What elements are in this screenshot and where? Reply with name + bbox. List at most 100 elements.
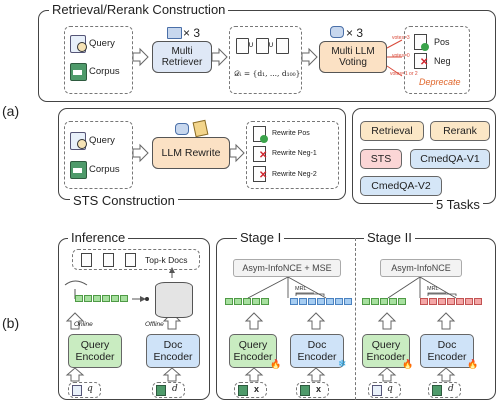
cross-icon: ✕ xyxy=(259,170,268,181)
arrow-to-rewrites xyxy=(229,143,245,163)
retriever-icon xyxy=(167,27,182,39)
training-stages-panel xyxy=(216,238,496,400)
magnifier-icon xyxy=(77,42,87,52)
stage1-loss: Asym-InfoNCE + MSE xyxy=(233,259,341,277)
inference-title: Inference xyxy=(68,231,129,244)
stage2-mrl-label: MRL xyxy=(427,286,439,292)
document-icon xyxy=(253,166,266,182)
multi-retriever-box: Multi Retriever xyxy=(152,41,212,73)
neg-label: Neg xyxy=(434,56,451,66)
stage1-mrl-label: MRL xyxy=(295,286,307,292)
corpus-icon xyxy=(156,385,166,396)
query-embedding xyxy=(75,295,129,302)
frozen-snowflake-icon: ❄ xyxy=(338,359,347,370)
votes-neg: votes=0 xyxy=(392,53,410,59)
sts-panel xyxy=(58,108,346,200)
inference-query-encoder: Query Encoder xyxy=(68,334,122,368)
cross-icon: ✕ xyxy=(420,57,429,68)
document-icon xyxy=(256,38,269,54)
pencil-note-icon xyxy=(192,119,209,138)
votes-deprecate: votes=1 or 2 xyxy=(390,71,418,77)
topk-docs-group xyxy=(72,249,200,270)
stage1-doc-encoder: Doc Encoder xyxy=(290,334,344,368)
document-icon xyxy=(253,146,266,162)
magnifier-icon xyxy=(77,139,87,149)
stage1-x-input-1 xyxy=(234,382,267,398)
corpus-icon xyxy=(432,385,442,396)
corpus-icon xyxy=(300,385,310,396)
stage2-doc-embedding xyxy=(420,298,483,305)
x-symbol-2: x xyxy=(316,384,322,394)
d-symbol: d xyxy=(172,384,178,394)
q-symbol: q xyxy=(87,384,93,394)
query-icon xyxy=(72,385,82,396)
document-icon xyxy=(236,38,249,54)
trainable-flame-icon: 🔥 xyxy=(402,359,414,369)
multi-llm-voting-box: Multi LLM Voting xyxy=(319,41,387,73)
sts-query-label: Query xyxy=(89,135,115,146)
arrow-to-docs xyxy=(211,47,228,67)
llm-robot-icon xyxy=(330,26,344,38)
stage1-title: Stage I xyxy=(237,231,285,244)
rewrite-neg2-label: Rewrite Neg-2 xyxy=(272,171,317,178)
document-icon xyxy=(276,38,289,54)
inference-doc-encoder: Doc Encoder xyxy=(146,334,200,368)
inference-panel xyxy=(58,238,210,400)
corpus-label: Corpus xyxy=(89,66,120,77)
rewrite-pos-label: Rewrite Pos xyxy=(272,130,310,137)
document-icon xyxy=(414,53,427,69)
llm-count: × 3 xyxy=(346,26,364,40)
online-label: Online xyxy=(74,321,93,328)
stage2-d-input xyxy=(428,382,461,398)
retriever-count: × 3 xyxy=(183,26,201,40)
task-rerank: Rerank xyxy=(430,121,490,141)
stage2-q-input xyxy=(368,382,401,398)
document-icon xyxy=(125,253,136,267)
stage-divider xyxy=(355,238,356,400)
query-corpus-group xyxy=(64,26,133,94)
inference-q-input xyxy=(68,382,101,398)
stage1-query-embedding xyxy=(225,298,270,305)
tasks-panel xyxy=(352,108,496,204)
task-cmedqa-v1: CmedQA-V1 xyxy=(410,149,490,169)
document-icon xyxy=(103,253,114,267)
stage2-query-encoder: Query Encoder xyxy=(362,334,410,368)
tasks-title: 5 Tasks xyxy=(433,198,483,211)
topk-docs-label: Top-k Docs xyxy=(145,255,188,265)
query-label: Query xyxy=(89,38,115,49)
cross-icon: ✕ xyxy=(259,150,268,161)
retrieval-rerank-panel xyxy=(38,10,496,102)
vector-database-icon xyxy=(155,282,193,318)
trainable-flame-icon: 🔥 xyxy=(467,359,479,369)
part-a-label: (a) xyxy=(2,103,20,119)
doc-set-label: 𝒟ᵢ = {d₁, ..., d₁₀₀} xyxy=(234,69,301,78)
arrow-to-retriever xyxy=(132,47,149,67)
stage1-query-encoder: Query Encoder xyxy=(229,334,277,368)
task-cmedqa-v2: CmedQA-V2 xyxy=(360,176,442,196)
x-symbol-1: x xyxy=(254,384,260,394)
sts-title: STS Construction xyxy=(70,194,178,207)
pos-label: Pos xyxy=(434,37,450,47)
offline-label: Offline xyxy=(145,321,164,328)
sts-corpus-label: Corpus xyxy=(89,164,120,175)
stage2-doc-encoder: Doc Encoder xyxy=(420,334,474,368)
stage2-title: Stage II xyxy=(364,231,415,244)
arrow-to-rewrite xyxy=(132,143,149,163)
part-b-label: (b) xyxy=(2,315,20,331)
votes-pos: votes=3 xyxy=(392,35,410,41)
query-icon xyxy=(372,385,382,396)
vote-results-group xyxy=(404,26,470,94)
document-icon xyxy=(81,253,92,267)
stage2-query-embedding xyxy=(362,298,407,305)
stage2-d-symbol: d xyxy=(448,384,454,394)
check-icon xyxy=(421,43,429,51)
corpus-icon xyxy=(238,385,248,396)
rewrite-neg1-label: Rewrite Neg-1 xyxy=(272,150,317,157)
stage1-x-input-2 xyxy=(296,382,329,398)
inference-d-input xyxy=(152,382,185,398)
rewrite-outputs-group xyxy=(246,121,339,189)
sts-query-corpus-group xyxy=(64,121,133,189)
trainable-flame-icon: 🔥 xyxy=(270,359,282,369)
llm-robot-icon xyxy=(175,123,189,135)
task-sts: STS xyxy=(360,149,402,169)
